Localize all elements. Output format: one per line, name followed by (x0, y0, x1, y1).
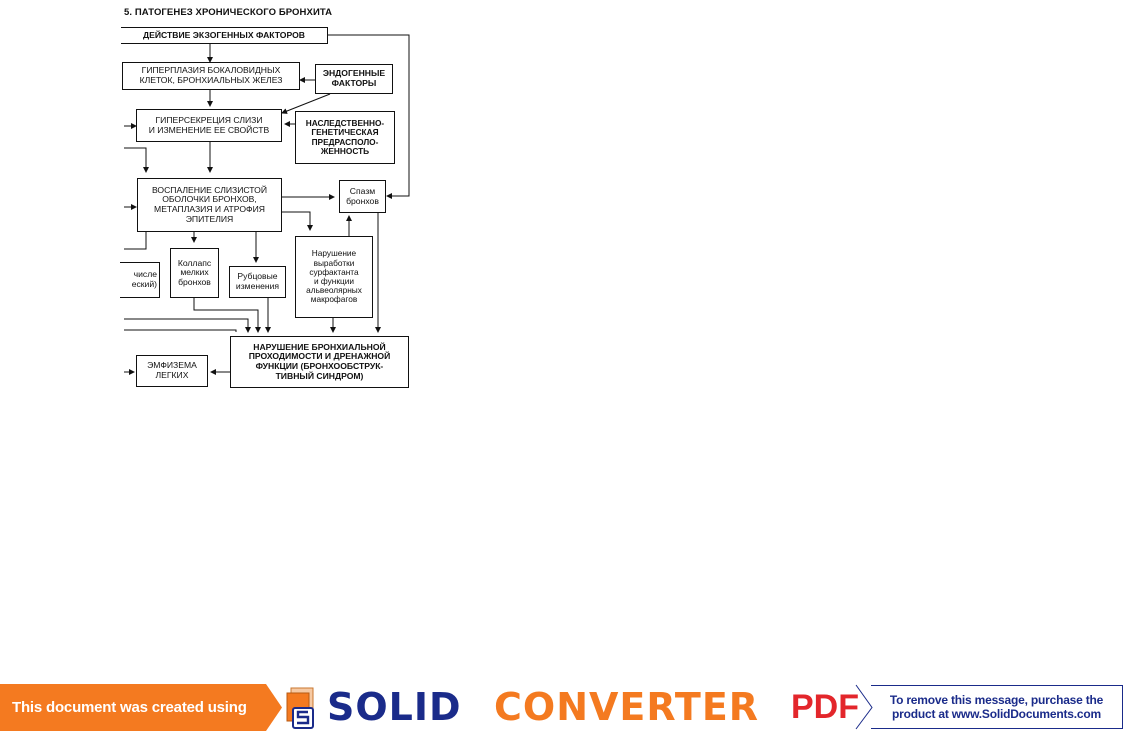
purchase-line-1: To remove this message, purchase the (889, 693, 1104, 707)
goblet-hyperplasia-box: ГИПЕРПЛАЗИЯ БОКАЛОВИДНЫХ КЛЕТОК, БРОНХИА… (122, 62, 300, 90)
banner-arrow: This document was created using (0, 684, 282, 731)
brand-converter: CONVERTER (494, 685, 760, 729)
hereditary-predisposition-box: НАСЛЕДСТВЕННО- ГЕНЕТИЧЕСКАЯ ПРЕДРАСПОЛО-… (295, 111, 395, 164)
brand-solid: SOLID (327, 685, 462, 729)
scar-changes-box: Рубцовые изменения (229, 266, 286, 298)
edge-left-obstr (124, 329, 237, 332)
purchase-message[interactable]: To remove this message, purchase the pro… (855, 684, 1123, 731)
edge-endo-hypersec (281, 93, 331, 114)
solid-documents-logo-icon (286, 687, 314, 729)
exogenous-factors-box: ДЕЙСТВИЕ ЭКЗОГЕННЫХ ФАКТОРОВ (121, 27, 328, 44)
banner-created-text: This document was created using (12, 699, 247, 716)
mucosa-inflammation-box: ВОСПАЛЕНИЕ СЛИЗИСТОЙ ОБОЛОЧКИ БРОНХОВ, М… (137, 178, 282, 232)
surfactant-impairment-box: Нарушение выработки сурфактанта и функци… (295, 236, 373, 318)
partial-left-box: числе еский) (120, 262, 160, 298)
edge-exo-spasm (328, 34, 410, 199)
small-bronchi-collapse-box: Коллапс мелких бронхов (170, 248, 219, 298)
diagram-connectors (124, 34, 410, 375)
bronchospasm-box: Спазм бронхов (339, 180, 386, 213)
pathogenesis-diagram: 5. ПАТОГЕНЕЗ ХРОНИЧЕСКОГО БРОНХИТА ДЕЙСТ… (0, 0, 430, 400)
watermark-banner: This document was created using SOLID CO… (0, 684, 1123, 731)
bronchial-obstruction-box: НАРУШЕНИЕ БРОНХИАЛЬНОЙ ПРОХОДИМОСТИ И ДР… (230, 336, 409, 388)
edge-inflam-surf (282, 211, 313, 231)
mucus-hypersecretion-box: ГИПЕРСЕКРЕЦИЯ СЛИЗИ И ИЗМЕНЕНИЕ ЕЕ СВОЙС… (136, 109, 282, 142)
purchase-message-box: To remove this message, purchase the pro… (871, 685, 1123, 729)
edge-partial-obstr (124, 318, 251, 333)
purchase-line-2: product at www.SolidDocuments.com (892, 707, 1101, 721)
lung-emphysema-box: ЭМФИЗЕМА ЛЕГКИХ (136, 355, 208, 387)
chevron-right-icon (855, 684, 873, 730)
endogenous-factors-box: ЭНДОГЕННЫЕ ФАКТОРЫ (315, 64, 393, 94)
edge-inflam-partial (124, 232, 147, 250)
diagram-title: 5. ПАТОГЕНЕЗ ХРОНИЧЕСКОГО БРОНХИТА (124, 7, 333, 18)
brand-pdf: PDF (791, 687, 859, 726)
edge-collapse-obstr (193, 298, 261, 333)
edge-left-inflam-top (124, 147, 149, 173)
